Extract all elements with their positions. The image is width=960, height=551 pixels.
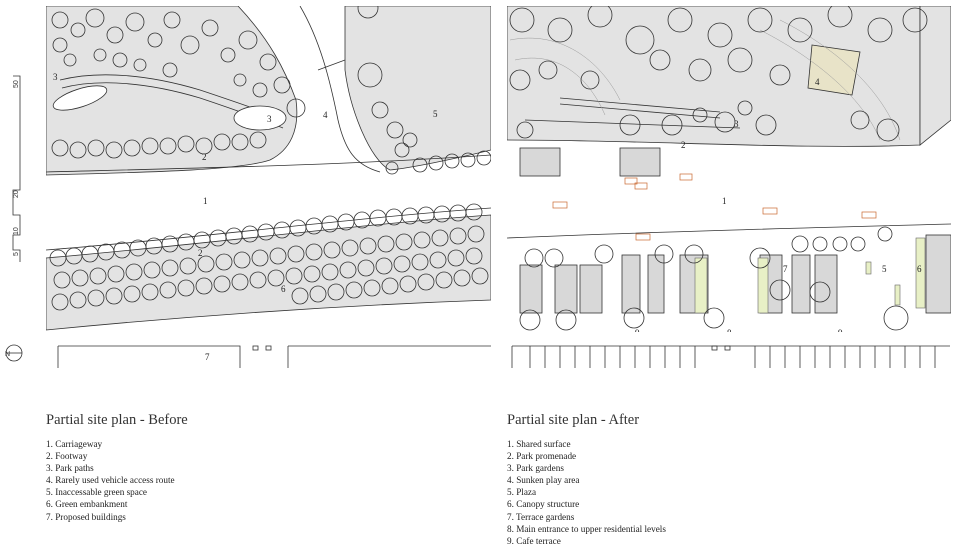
legend-item: 4. Sunken play area bbox=[507, 475, 580, 486]
scale-label-5: 5 bbox=[13, 252, 20, 256]
legend-item: 1. Shared surface bbox=[507, 439, 571, 449]
legend-item: 5. Inaccessable green space bbox=[46, 487, 148, 498]
legend-item: 5. Plaza bbox=[507, 487, 537, 498]
after-building-strip bbox=[511, 345, 950, 368]
scale-bar bbox=[12, 75, 21, 262]
before-caption: Partial site plan - Before 1. Carriagewa… bbox=[46, 412, 188, 523]
after-label-3: 3 bbox=[734, 119, 739, 129]
north-arrow-icon bbox=[5, 344, 23, 362]
after-legend: 1. Shared surface 2. Park promenade 3. P… bbox=[507, 438, 666, 547]
after-label-9b: 9 bbox=[838, 328, 843, 338]
after-label-7: 7 bbox=[783, 264, 788, 274]
legend-item: 7. Terrace gardens bbox=[507, 511, 575, 522]
before-label-4: 4 bbox=[323, 110, 328, 120]
after-label-4: 4 bbox=[815, 77, 820, 87]
after-terrace-gardens bbox=[694, 237, 926, 314]
after-park-area bbox=[507, 6, 921, 147]
before-trees-lower bbox=[49, 203, 489, 311]
legend-item: 2. Footway bbox=[46, 451, 88, 462]
after-label-9a: 9 bbox=[635, 328, 640, 338]
scale-label-10: 10 bbox=[13, 227, 20, 235]
after-label-1: 1 bbox=[722, 196, 727, 206]
legend-item: 1. Carriageway bbox=[46, 439, 103, 449]
after-park-edge bbox=[919, 6, 951, 146]
legend-item: 7. Proposed buildings bbox=[46, 511, 126, 522]
before-label-1: 1 bbox=[203, 196, 208, 206]
before-label-6: 6 bbox=[281, 284, 286, 294]
after-cafe-tables bbox=[552, 173, 877, 241]
scale-label-20: 20 bbox=[13, 190, 20, 198]
after-title: Partial site plan - After bbox=[507, 412, 640, 428]
before-embankment bbox=[46, 214, 491, 331]
before-label-7: 7 bbox=[205, 352, 210, 362]
legend-item: 2. Park promenade bbox=[507, 451, 577, 462]
before-green-space bbox=[344, 6, 491, 171]
after-label-8: 8 bbox=[727, 328, 732, 338]
before-label-5: 5 bbox=[433, 109, 438, 119]
after-label-6: 6 bbox=[917, 264, 922, 274]
legend-item: 6. Green embankment bbox=[46, 499, 128, 510]
north-label: N bbox=[5, 351, 10, 358]
after-label-2: 2 bbox=[681, 140, 686, 150]
legend-item: 3. Park paths bbox=[46, 463, 94, 474]
before-proposed-buildings bbox=[57, 345, 491, 368]
before-legend: 1. Carriageway 2. Footway 3. Park paths … bbox=[46, 438, 188, 523]
after-caption: Partial site plan - After 1. Shared surf… bbox=[507, 412, 666, 547]
before-access-route bbox=[299, 6, 381, 173]
before-label-3b: 3 bbox=[267, 114, 272, 124]
legend-item: 6. Canopy structure bbox=[507, 499, 580, 510]
before-trees-top bbox=[51, 6, 491, 175]
before-label-2b: 2 bbox=[198, 248, 203, 258]
legend-item: 3. Park gardens bbox=[507, 463, 564, 474]
before-label-2a: 2 bbox=[202, 152, 207, 162]
scale-label-50: 50 bbox=[13, 80, 20, 88]
before-label-3a: 3 bbox=[53, 72, 58, 82]
after-label-5: 5 bbox=[882, 264, 887, 274]
after-plan: 1 2 3 4 5 6 7 8 9 9 bbox=[507, 6, 951, 338]
after-trees bbox=[509, 6, 928, 331]
legend-item: 4. Rarely used vehicle access route bbox=[46, 475, 175, 486]
before-plan: 1 2 2 3 3 4 5 6 bbox=[46, 6, 491, 332]
legend-item: 8. Main entrance to upper residential le… bbox=[507, 523, 666, 534]
before-title: Partial site plan - Before bbox=[46, 412, 188, 428]
legend-item: 9. Cafe terrace bbox=[507, 535, 561, 546]
after-sunken-play-area bbox=[807, 44, 861, 96]
